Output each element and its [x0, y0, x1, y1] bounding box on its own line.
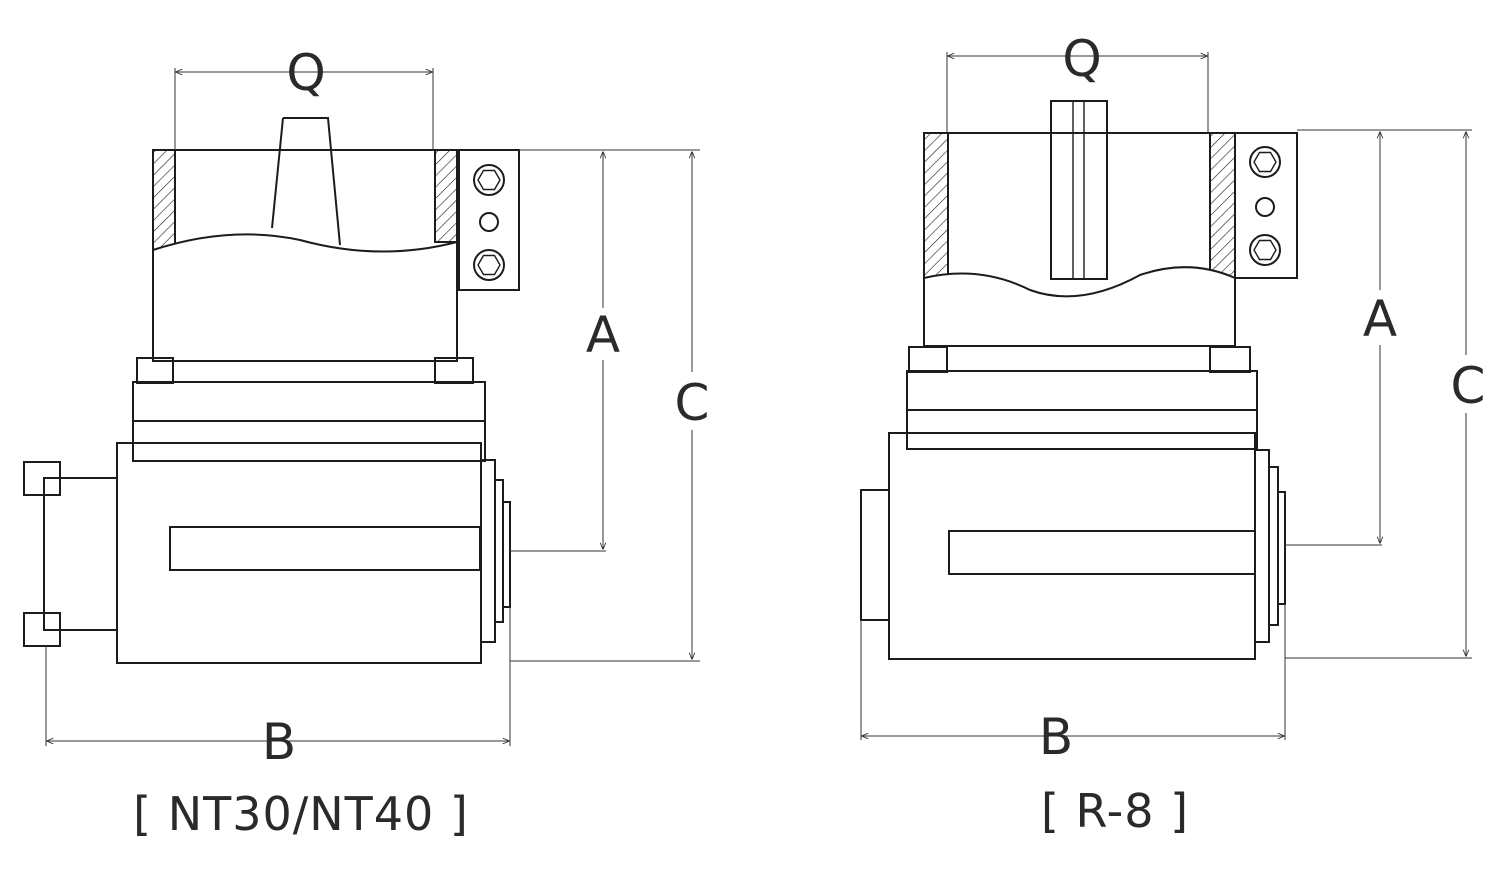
wavy-break-line: [923, 266, 1236, 347]
caption-r8: [ R-8 ]: [1041, 784, 1189, 838]
taper-shank: [271, 117, 341, 246]
dimension-a-label: A: [1363, 290, 1397, 348]
r8-view: Q A C B [ R-8 ]: [860, 30, 1486, 838]
spindle-housing: [923, 100, 1236, 347]
dimension-lines: [45, 68, 700, 746]
dimension-b-label: B: [1039, 708, 1073, 766]
r8-shank: [1050, 100, 1108, 280]
dimension-lines: [860, 52, 1472, 740]
dimension-a-label: A: [586, 306, 620, 364]
hex-bolt-icon: [1249, 146, 1281, 178]
dimension-c-label: C: [675, 374, 710, 432]
nt30-nt40-view: Q A C B [ NT30/NT40 ]: [23, 44, 710, 841]
adapter-plate: [906, 346, 1258, 450]
dimension-b-label: B: [262, 713, 296, 771]
bolt-plate: [1234, 132, 1298, 279]
slot: [169, 526, 481, 571]
hatched-wall-right: [1209, 132, 1236, 279]
caption-nt30-nt40: [ NT30/NT40 ]: [133, 787, 469, 841]
dimension-q-label: Q: [286, 44, 325, 102]
slot: [948, 530, 1256, 575]
bolt-hole-icon: [1255, 197, 1275, 217]
bolt-hole-icon: [479, 212, 499, 232]
end-cap: [23, 461, 118, 647]
motor-body: [116, 442, 511, 664]
end-cap: [860, 489, 890, 621]
bolt-plate: [458, 149, 520, 291]
hatched-wall-right: [434, 149, 458, 243]
dimension-q-label: Q: [1062, 30, 1101, 88]
hex-bolt-icon: [473, 164, 505, 196]
hatched-wall-left: [152, 149, 176, 251]
dimension-c-label: C: [1451, 357, 1486, 415]
hex-bolt-icon: [1249, 234, 1281, 266]
motor-body: [888, 432, 1286, 660]
spindle-housing: [152, 117, 458, 362]
hatched-wall-left: [923, 132, 949, 279]
hex-bolt-icon: [473, 249, 505, 281]
adapter-plate: [132, 357, 486, 462]
wavy-break-line: [152, 233, 458, 362]
